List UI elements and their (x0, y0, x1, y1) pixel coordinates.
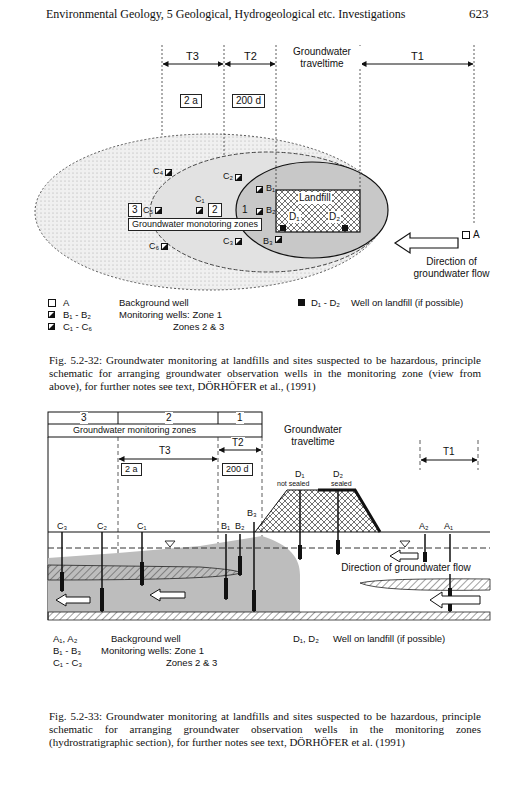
well-label: A (472, 229, 481, 241)
well-label: C₆ (148, 241, 160, 251)
time-label: T1 (442, 446, 456, 458)
section-travel-arrows (119, 450, 477, 460)
legend-key: A (62, 298, 70, 309)
zone-title-box: Groundwater monotoring zones (128, 218, 262, 231)
legend-key: B₁ - B₃ (52, 646, 82, 657)
well-label: A₂ (418, 521, 430, 531)
well-label: B₁ (220, 521, 231, 531)
node-title: 2 a (125, 464, 138, 474)
well-icons (156, 170, 470, 250)
well-label: B₂ (265, 205, 277, 215)
node-title: Groundwater monotoring zones (132, 219, 258, 229)
well-label: C₄ (152, 166, 164, 176)
legend-key: D₁, D₂ (292, 634, 320, 645)
zone-title-box: Groundwater monitoring zones (70, 426, 199, 435)
legend-key: B₁ - B₂ (62, 310, 92, 321)
well-label: B₃ (262, 236, 274, 246)
legend-text: Background well (110, 634, 182, 645)
time-label: T2 (231, 437, 245, 449)
well-label: C₂ (96, 521, 108, 531)
well-label: C₃ (222, 236, 234, 246)
legend-text: Monitoring wells: Zone 1 (118, 310, 223, 321)
well-label: B₃ (246, 508, 258, 518)
plume (48, 536, 300, 612)
water-table (48, 541, 490, 548)
seal (318, 490, 380, 532)
time-box: 200 d (232, 94, 265, 108)
travel-lines (162, 45, 474, 225)
time-box: 200 d (222, 463, 253, 476)
figure-caption: Fig. 5.2-33: Groundwater monitoring at l… (48, 710, 482, 750)
flow-label: Direction of groundwater flow (325, 562, 487, 574)
legend-key: C₁ - C₃ (52, 658, 83, 669)
axis-label: Groundwater traveltime (272, 424, 354, 447)
legend-key: C₁ - C₆ (62, 322, 93, 333)
well-label: A₁ (443, 521, 454, 531)
flow-label: Direction of groundwater flow (403, 256, 500, 279)
time-label: T2 (243, 50, 258, 63)
node-title: Groundwater monitoring zones (73, 425, 196, 435)
legend-text: Well on landfill (if possible) (332, 634, 446, 645)
wells (62, 490, 450, 612)
well-label: C₃ (56, 521, 68, 531)
flow-arrow (395, 233, 458, 253)
node-title: 2 a (184, 95, 198, 106)
figure-caption: Fig. 5.2-32: Groundwater monitoring at l… (48, 354, 482, 394)
well-label: D₁ (294, 469, 306, 479)
well-label: C₅ (142, 205, 154, 215)
time-box: 2 a (121, 463, 142, 476)
well-label: B₂ (234, 521, 246, 531)
well-label: C₁ (136, 521, 148, 531)
time-label: T1 (410, 50, 425, 63)
landfill-section (255, 490, 380, 532)
well-label: C₁ (194, 194, 206, 204)
running-head: Environmental Geology, 5 Geological, Hyd… (45, 8, 406, 22)
time-label: T3 (158, 445, 172, 457)
legend-key: D₁ - D₂ (310, 298, 341, 309)
legend-text: Well on landfill (if possible) (350, 298, 464, 309)
time-label: T3 (185, 50, 200, 63)
legend-key: A₁, A₂ (52, 634, 78, 645)
zone-ellipses (35, 134, 388, 290)
node-title: 3 (132, 204, 138, 215)
time-box: 2 a (180, 94, 202, 108)
legend-text: Background well (118, 298, 190, 309)
node-title: 200 d (226, 464, 249, 474)
zone-number: 1 (241, 204, 249, 216)
seal-label: sealed (330, 480, 353, 488)
flow-arrows (56, 550, 480, 608)
well-label: B₁ (265, 183, 276, 193)
legend-text: Zones 2 & 3 (165, 658, 218, 669)
page-number: 623 (468, 7, 490, 22)
seal-label: not sealed (276, 480, 310, 488)
zone-number: 1 (236, 412, 244, 424)
node-title: 2 (212, 204, 218, 215)
zone-box: 3 (128, 203, 142, 217)
node-title: Landfill (298, 192, 332, 204)
zone-number: 2 (165, 412, 173, 424)
node-text: D₂ (328, 211, 341, 223)
landfill-box: LandfillD₁ D₂ (276, 190, 360, 232)
legend-text: Monitoring wells: Zone 1 (100, 646, 205, 657)
well-label: C₂ (222, 171, 234, 181)
zone-box: 2 (208, 203, 222, 217)
well-label: D₂ (332, 469, 344, 479)
axis-label: Groundwater traveltime (282, 46, 362, 69)
node-text: D₁ (288, 211, 301, 223)
zone-number: 3 (80, 412, 88, 424)
node-title: 200 d (236, 95, 261, 106)
legend-text: Zones 2 & 3 (172, 322, 225, 333)
